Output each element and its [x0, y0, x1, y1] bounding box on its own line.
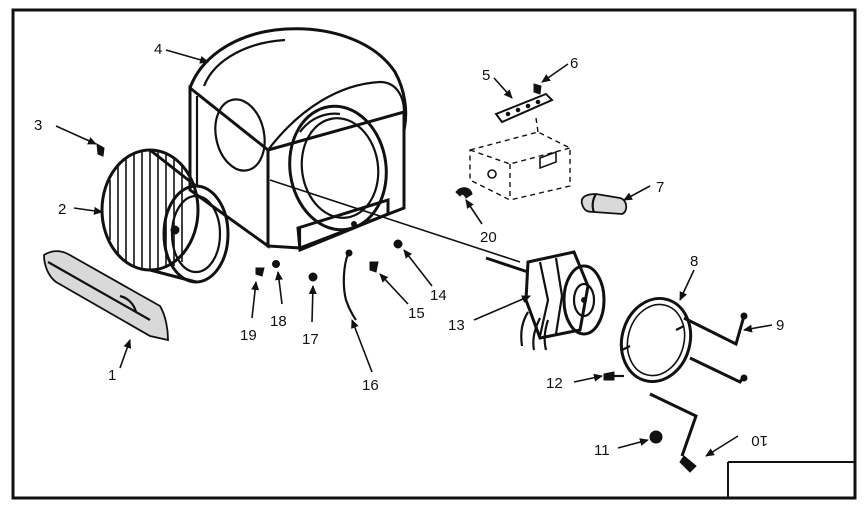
- leader-17: [308, 285, 317, 323]
- blower-wheel: [100, 148, 230, 284]
- leader-19: [251, 281, 260, 319]
- leader-9: [743, 324, 773, 333]
- leader-18: [275, 271, 283, 305]
- blower-motor: [485, 250, 606, 351]
- band-bolt: [603, 371, 624, 381]
- wheel-setscrew: [96, 143, 105, 157]
- cutoff-plate: [43, 250, 169, 342]
- leader-15: [379, 273, 409, 305]
- leader-1: [119, 339, 132, 369]
- leader-2: [73, 206, 103, 215]
- leader-11: [617, 438, 649, 449]
- blower-housing: [188, 27, 408, 253]
- control-box-dashed: [469, 117, 571, 201]
- wire-clip: [455, 187, 473, 199]
- bolt-19: [255, 267, 265, 277]
- callout-8: 8: [690, 253, 698, 270]
- callout-20: 20: [480, 229, 497, 246]
- motor-shaft-centerline: [269, 179, 521, 263]
- leader-16: [351, 319, 373, 373]
- diagram-frame: [11, 8, 857, 500]
- callout-3: 3: [34, 117, 42, 134]
- leader-12: [573, 373, 603, 383]
- washer-18: [272, 260, 280, 268]
- washer-14: [393, 239, 403, 249]
- leader-4: [165, 49, 209, 64]
- callout-18: 18: [270, 313, 287, 330]
- nut-17: [308, 272, 318, 282]
- mounting-arm-lower: [649, 392, 698, 473]
- strip-screw: [533, 83, 542, 95]
- callout-11: 11: [594, 442, 610, 459]
- callout-19: 19: [240, 327, 257, 344]
- motor-mount-band: [619, 296, 693, 384]
- callout-13: 13: [448, 317, 465, 334]
- mounting-arm: [683, 312, 748, 384]
- callout-1: 1: [108, 367, 116, 384]
- callout-4: 4: [154, 41, 162, 58]
- callout-12: 12: [546, 375, 563, 392]
- leader-lines: [55, 49, 773, 457]
- leader-6: [541, 63, 569, 83]
- callout-6: 6: [570, 55, 578, 72]
- callout-15: 15: [408, 305, 425, 322]
- hex-nut: [649, 430, 663, 444]
- leader-7: [623, 185, 651, 201]
- leader-5: [493, 77, 513, 99]
- screw-15: [369, 261, 379, 273]
- callout-14: 14: [430, 287, 447, 304]
- callout-17: 17: [302, 331, 319, 348]
- callout-10: 10: [751, 432, 768, 449]
- leader-14: [403, 249, 433, 287]
- leader-8: [679, 269, 695, 301]
- ground-wire-16: [342, 249, 357, 321]
- callout-2: 2: [58, 201, 66, 218]
- callout-7: 7: [656, 179, 664, 196]
- capacitor: [580, 193, 628, 215]
- callout-16: 16: [362, 377, 379, 394]
- callout-labels: 1 2 3 4 5 6 7 8 9 10 11 12 13 14 15 16 1…: [34, 41, 784, 459]
- callout-5: 5: [482, 67, 490, 84]
- leader-20: [465, 199, 483, 225]
- leader-10: [705, 435, 739, 457]
- leader-3: [55, 125, 97, 145]
- callout-9: 9: [776, 317, 784, 334]
- leader-13: [473, 295, 531, 321]
- control-mounting-strip: [494, 92, 554, 124]
